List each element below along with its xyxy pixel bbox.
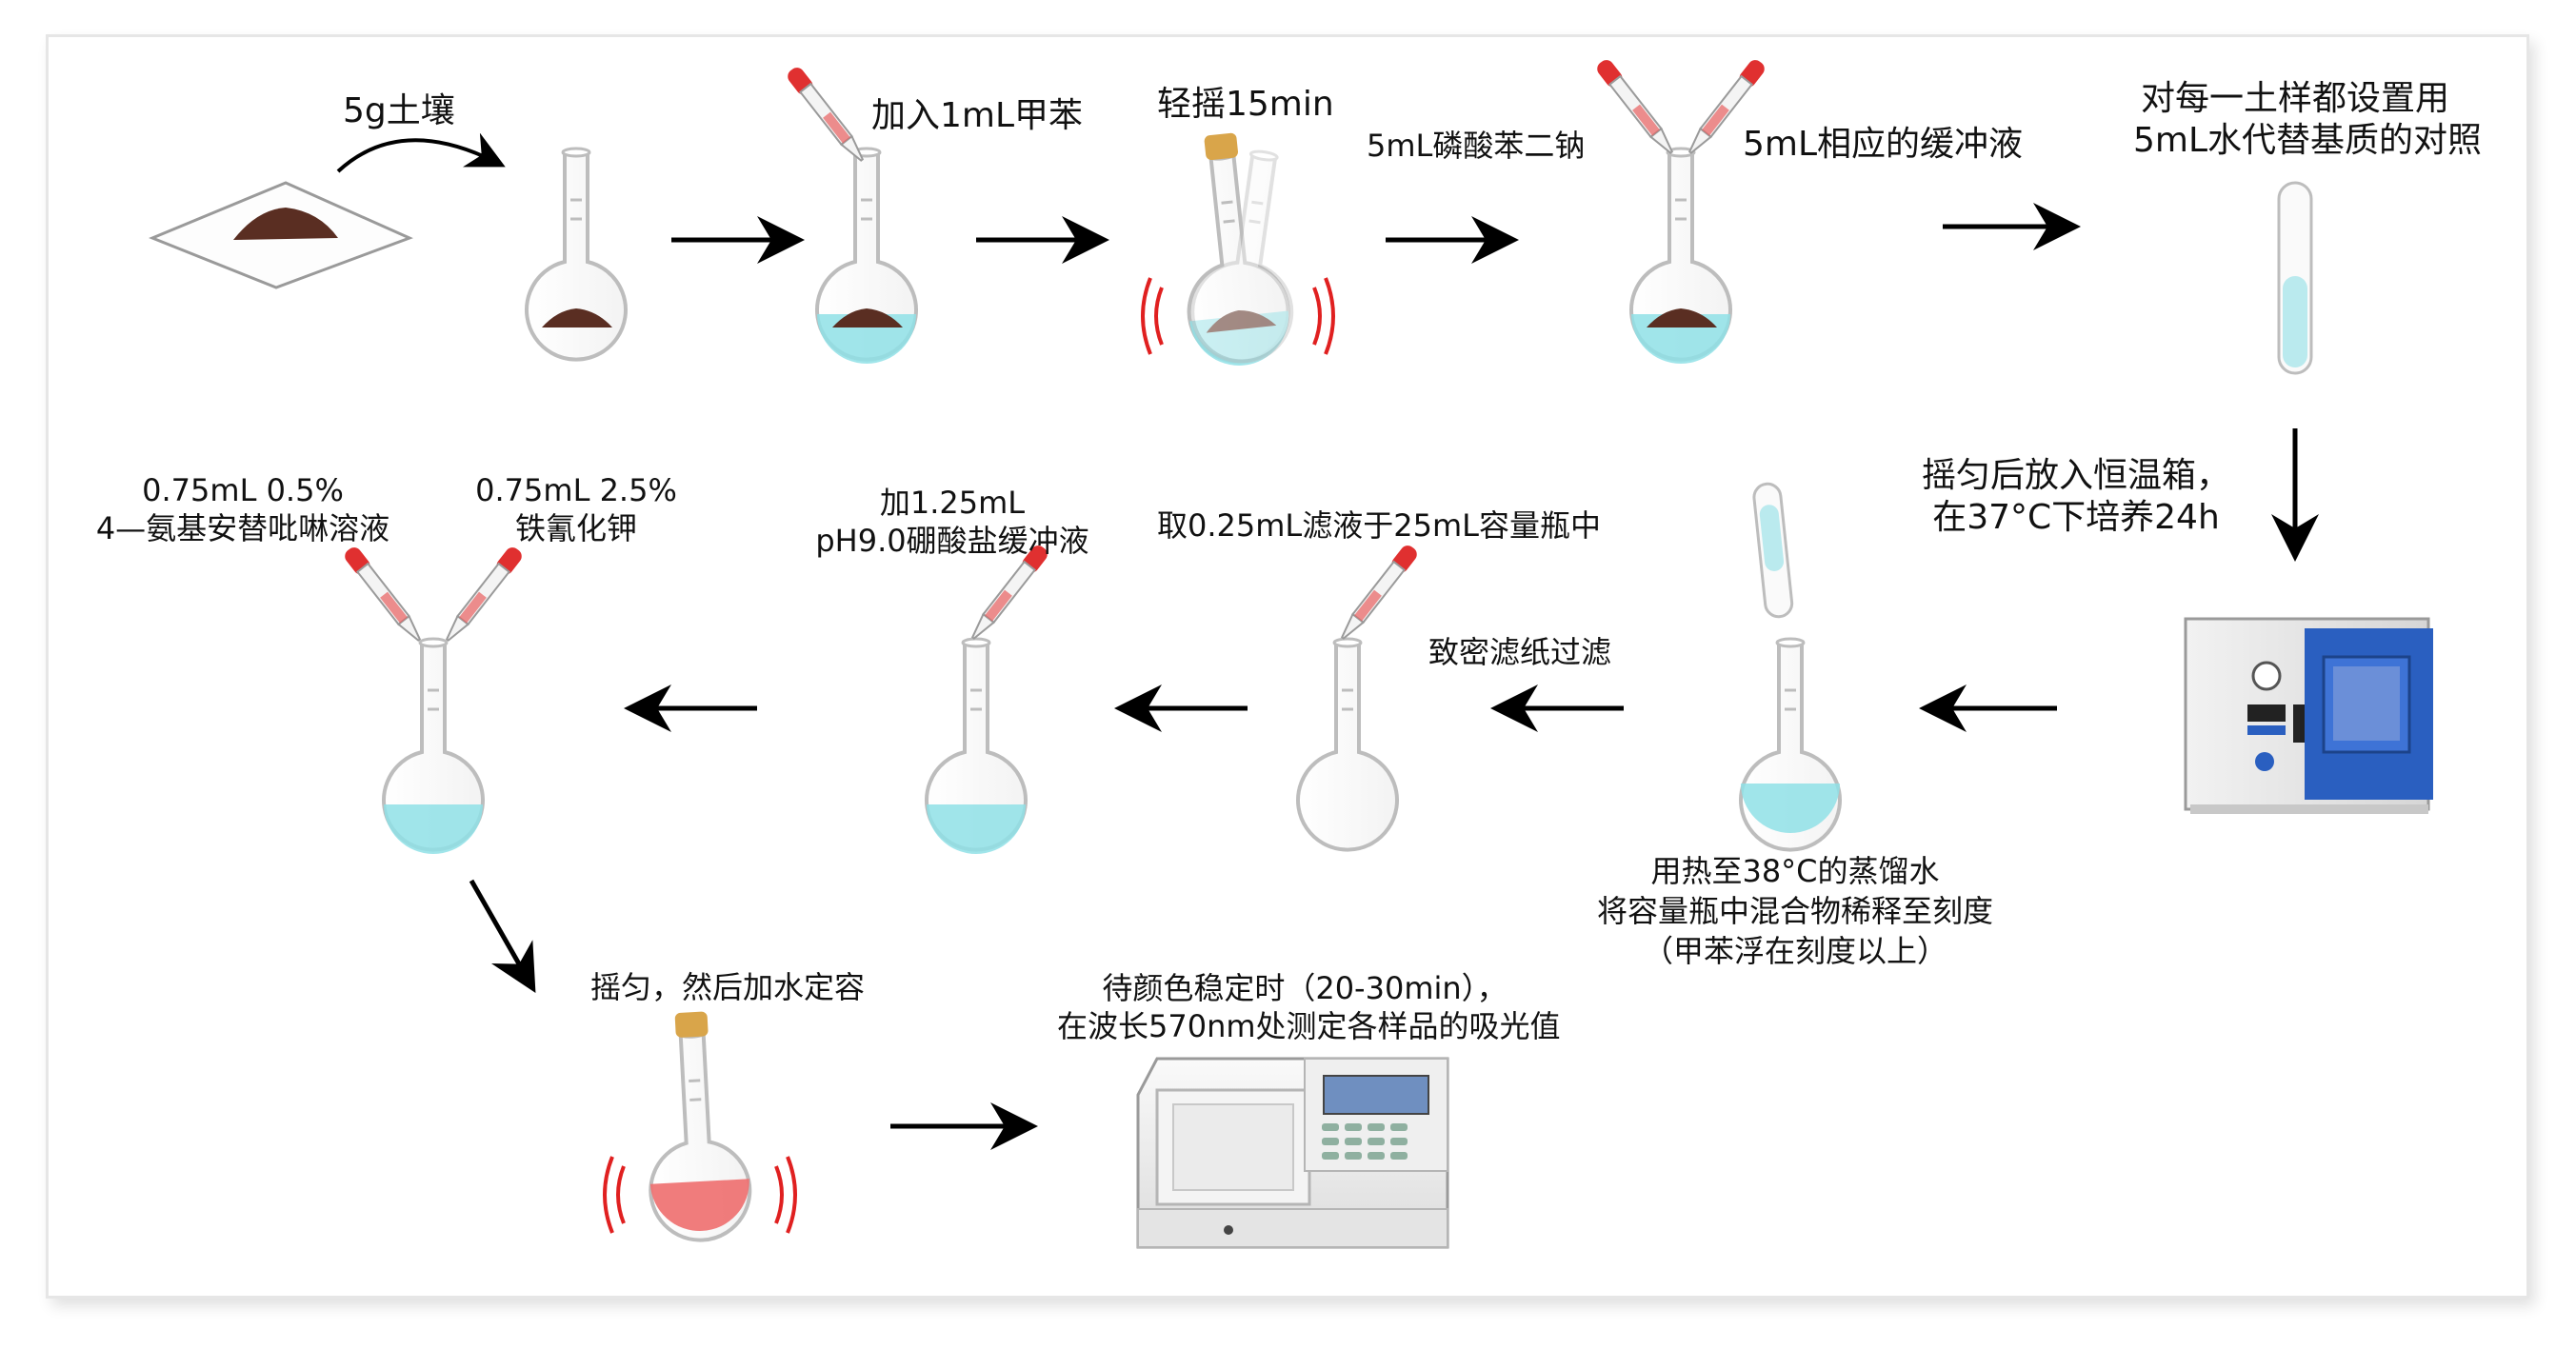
test-tube-control xyxy=(2277,181,2313,375)
label-incubate-line1: 摇匀后放入恒温箱， xyxy=(1921,456,2230,495)
flask-red-shaking xyxy=(642,1011,752,1243)
flask-filtrate xyxy=(1296,637,1399,852)
spectrophotometer xyxy=(1136,1057,1449,1249)
label-reagent-b: 5mL相应的缓冲液 xyxy=(1743,125,2024,164)
arrow-diagonal xyxy=(469,879,536,994)
incubator-oven xyxy=(2184,617,2433,814)
dropper-icon xyxy=(1593,55,1680,159)
flask-reagents xyxy=(382,637,485,854)
label-reagent-a: 5mL磷酸苯二钠 xyxy=(1367,128,1586,164)
label-take-filtrate: 取0.25mL滤液于25mL容量瓶中 xyxy=(1157,507,1601,544)
flask-shaking xyxy=(1170,132,1295,371)
label-mix: 摇匀，然后加水定容 xyxy=(590,969,866,1005)
label-dilute-line3: （甲苯浮在刻度以上） xyxy=(1642,933,1947,969)
soil-sample-illustration xyxy=(149,181,413,289)
label-incubate-line2: 在37°C下培养24h xyxy=(1932,498,2220,537)
label-control-line2: 5mL水代替基质的对照 xyxy=(2133,121,2483,160)
label-dilute-line1: 用热至38°C的蒸馏水 xyxy=(1650,853,1940,889)
flask-shaking-ghost xyxy=(1184,143,1316,370)
label-buffer-line2: pH9.0硼酸盐缓冲液 xyxy=(815,523,1089,559)
label-aap-line1: 0.75mL 0.5% xyxy=(142,472,344,508)
dropper-icon xyxy=(341,543,428,646)
dropper-icon xyxy=(784,63,870,167)
label-control-line1: 对每一土样都设置用 xyxy=(2140,79,2449,118)
label-ferri-line1: 0.75mL 2.5% xyxy=(475,472,677,508)
curved-arrow xyxy=(336,132,506,173)
label-measure-line2: 在波长570nm处测定各样品的吸光值 xyxy=(1057,1008,1561,1044)
label-dilute-line2: 将容量瓶中混合物稀释至刻度 xyxy=(1596,893,1993,929)
dropper-icon xyxy=(1334,541,1421,645)
label-filter: 致密滤纸过滤 xyxy=(1428,634,1612,670)
label-soil: 5g土壤 xyxy=(343,91,455,130)
flask-borate xyxy=(925,637,1028,854)
dropper-icon xyxy=(439,543,526,646)
label-aap-line2: 4—氨基安替吡啉溶液 xyxy=(95,510,390,546)
label-ferri-line2: 铁氰化钾 xyxy=(514,510,637,546)
flask-diluted xyxy=(1739,637,1842,852)
label-measure-line1: 待颜色稳定时（20-30min）， xyxy=(1102,970,1508,1006)
label-buffer-line1: 加1.25mL xyxy=(879,485,1026,521)
flask-buffer xyxy=(1629,147,1732,364)
label-add-toluene: 加入1mL甲苯 xyxy=(871,96,1084,135)
test-tube-pouring xyxy=(1752,482,1794,619)
flask-with-soil xyxy=(525,147,628,362)
flask-toluene xyxy=(815,147,918,364)
label-shake: 轻摇15min xyxy=(1157,85,1334,124)
